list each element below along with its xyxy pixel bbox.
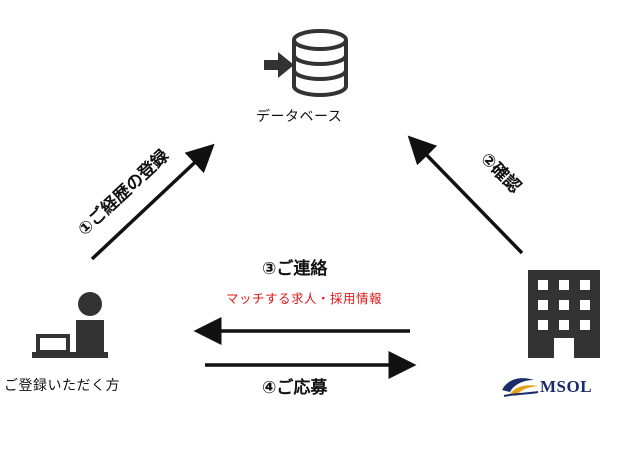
office-building-icon <box>528 270 600 358</box>
swoosh-logo-icon <box>502 378 539 397</box>
apply-label: ④ご応募 <box>262 378 328 398</box>
company-node: MSOL <box>500 268 640 408</box>
database-label: データベース <box>256 109 343 125</box>
company-logo: MSOL <box>500 374 630 400</box>
contact-sublabel: マッチする求人・採用情報 <box>226 291 383 306</box>
contact-label: ③ご連絡 <box>262 259 328 279</box>
database-import-icon <box>264 29 348 97</box>
company-logo-text: MSOL <box>540 377 593 396</box>
person-at-laptop-icon <box>32 292 108 358</box>
database-node: データベース <box>250 28 380 138</box>
user-label: ご登録いただく方 <box>4 378 120 394</box>
user-node: ご登録いただく方 <box>2 290 162 400</box>
confirm-arrow <box>407 135 524 255</box>
register-arrow <box>90 143 215 261</box>
